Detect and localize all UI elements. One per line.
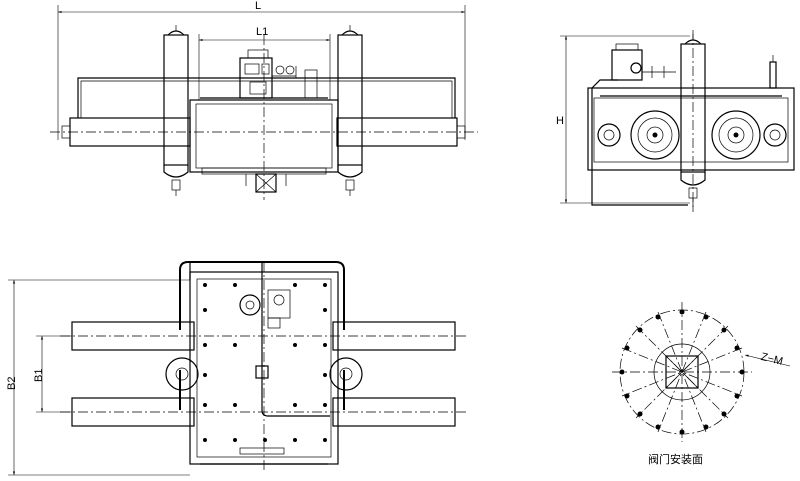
- left-accumulator: [163, 25, 189, 196]
- dimension-b1-label: B1: [33, 369, 45, 382]
- front-view: L L1: [50, 0, 478, 200]
- dimension-l1-label: L1: [256, 26, 268, 38]
- plan-bolts: [203, 283, 327, 442]
- valve-mounting-face: Z−M 阀门安装面: [612, 302, 791, 466]
- dimension-l-label: L: [255, 0, 261, 12]
- valve-bolt-holes: [619, 309, 745, 435]
- dimension-l1: L1: [198, 26, 331, 100]
- dimension-l: L: [57, 0, 466, 140]
- dimension-b2-label: B2: [6, 377, 18, 390]
- dimension-b2: B2: [6, 279, 190, 476]
- section-label: Z−M: [760, 351, 785, 368]
- plan-view: B2 B1: [6, 261, 468, 476]
- dimension-h: H: [556, 35, 690, 204]
- dimension-h-label: H: [556, 115, 564, 127]
- dimension-b1: B1: [33, 335, 72, 413]
- side-view: H: [556, 30, 795, 212]
- right-accumulator: [337, 25, 363, 196]
- valve-face-caption: 阀门安装面: [648, 452, 703, 466]
